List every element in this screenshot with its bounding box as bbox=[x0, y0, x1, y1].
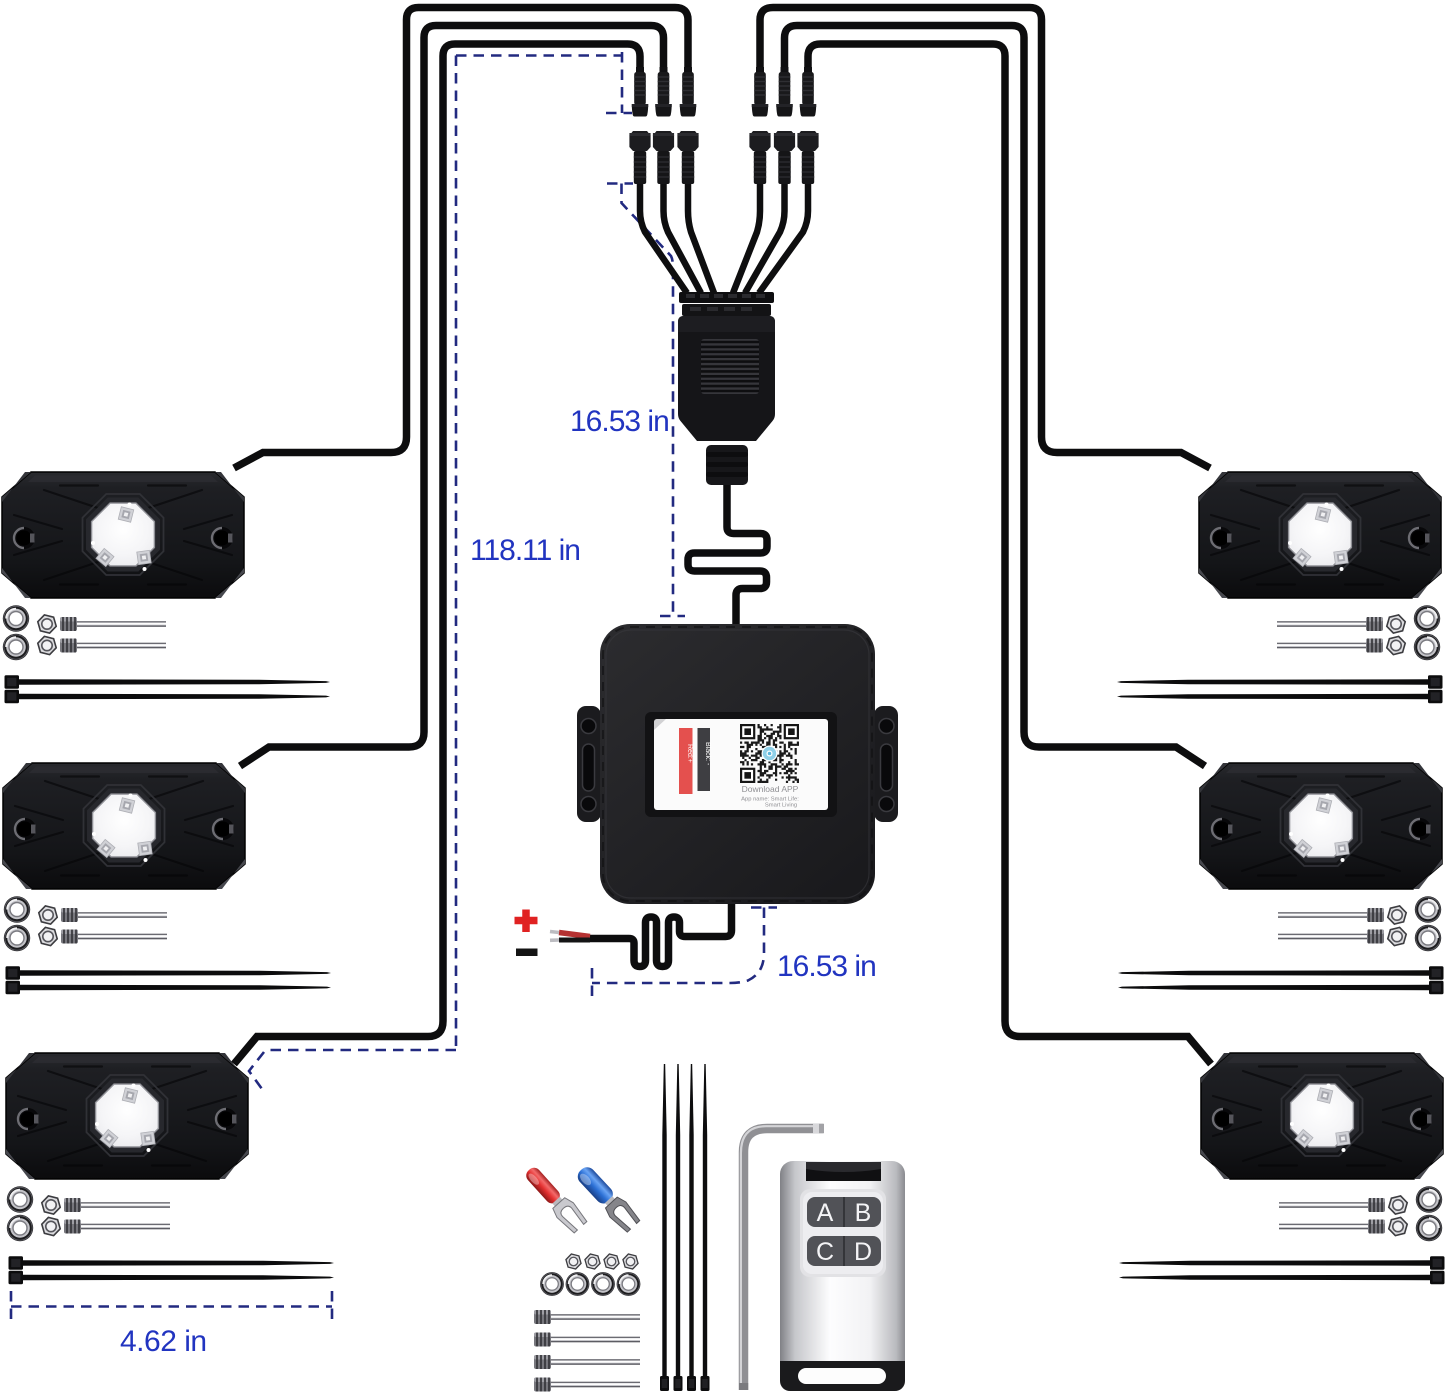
svg-text:16.53 in: 16.53 in bbox=[777, 950, 876, 983]
svg-text:16.53 in: 16.53 in bbox=[570, 405, 669, 438]
svg-text:D: D bbox=[854, 1238, 872, 1266]
svg-text:C: C bbox=[816, 1238, 834, 1266]
svg-text:Red:+: Red:+ bbox=[686, 744, 693, 763]
svg-text:4.62 in: 4.62 in bbox=[120, 1325, 207, 1358]
svg-text:118.11 in: 118.11 in bbox=[470, 534, 580, 567]
svg-text:B: B bbox=[855, 1199, 872, 1227]
svg-text:Smart Living: Smart Living bbox=[765, 803, 797, 809]
svg-text:App name: Smart Life:: App name: Smart Life: bbox=[741, 797, 799, 803]
svg-text:Download APP: Download APP bbox=[742, 784, 799, 794]
svg-text:Black: -: Black: - bbox=[704, 742, 711, 766]
svg-text:A: A bbox=[817, 1199, 834, 1227]
